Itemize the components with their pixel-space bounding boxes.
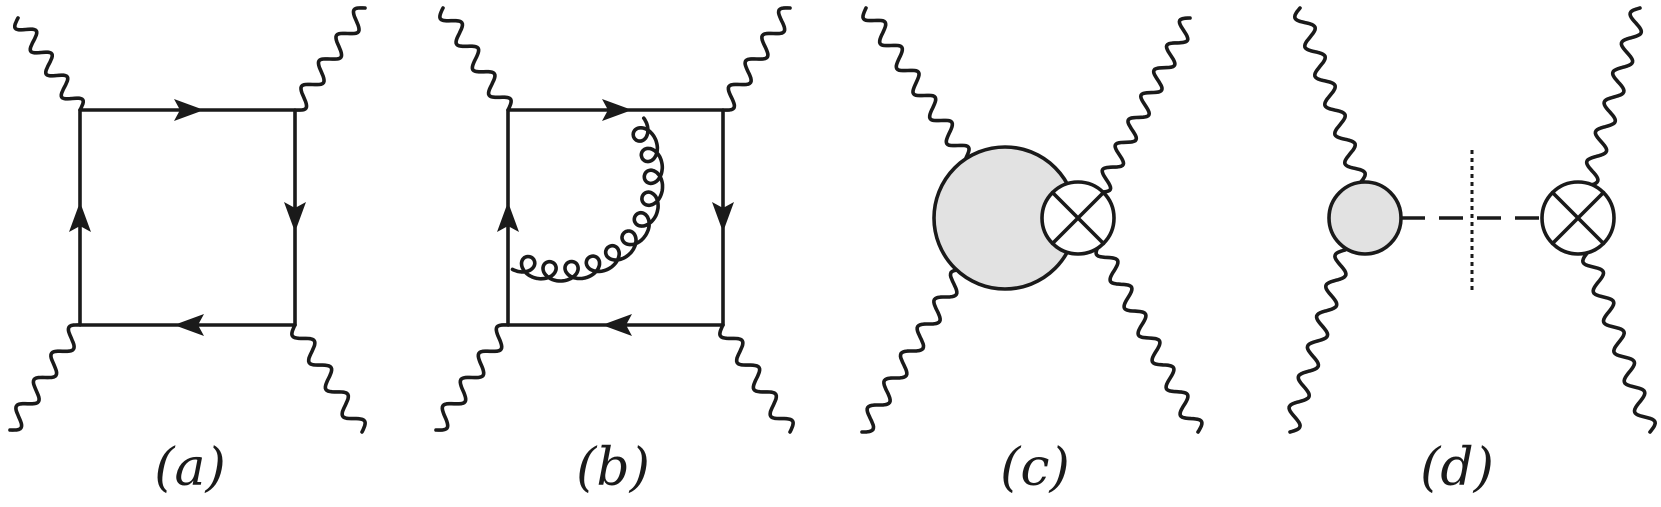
panel-a [8, 6, 367, 434]
arrow-right [284, 202, 306, 232]
arrow-right [712, 202, 734, 232]
photon-line [1584, 6, 1644, 188]
photon-line [860, 268, 964, 434]
photon-line [290, 323, 367, 434]
photon-line [721, 6, 792, 112]
photon-line [293, 6, 367, 112]
gluon-line [510, 116, 665, 283]
photon-line [1098, 16, 1192, 194]
photon-line [434, 323, 510, 432]
photon-line [438, 6, 513, 112]
operator-cross [1050, 190, 1106, 246]
arrow-top [174, 99, 204, 121]
panel-c [860, 6, 1204, 434]
arrow-top [602, 99, 632, 121]
photon-line [13, 16, 85, 112]
fermion-box [78, 108, 297, 327]
panel-label-a: (a) [154, 438, 226, 498]
photon-line [1094, 242, 1204, 434]
panel-label-c: (c) [1000, 438, 1070, 498]
arrow-left [69, 202, 91, 232]
arrow-left [497, 202, 519, 232]
photon-line [1293, 6, 1367, 185]
photon-line [861, 6, 971, 160]
photon-line [1581, 250, 1657, 434]
blob [1327, 180, 1403, 256]
fermion-box [506, 108, 725, 327]
panel-b [434, 6, 795, 434]
photon-line [8, 323, 82, 432]
photon-line [718, 323, 795, 434]
operator-cross [1550, 190, 1606, 246]
panel-label-d: (d) [1420, 438, 1494, 498]
arrow-bottom [174, 314, 204, 336]
panel-d [1287, 6, 1657, 434]
panel-label-b: (b) [576, 438, 650, 498]
arrow-bottom [602, 314, 632, 336]
photon-line [1287, 248, 1348, 434]
